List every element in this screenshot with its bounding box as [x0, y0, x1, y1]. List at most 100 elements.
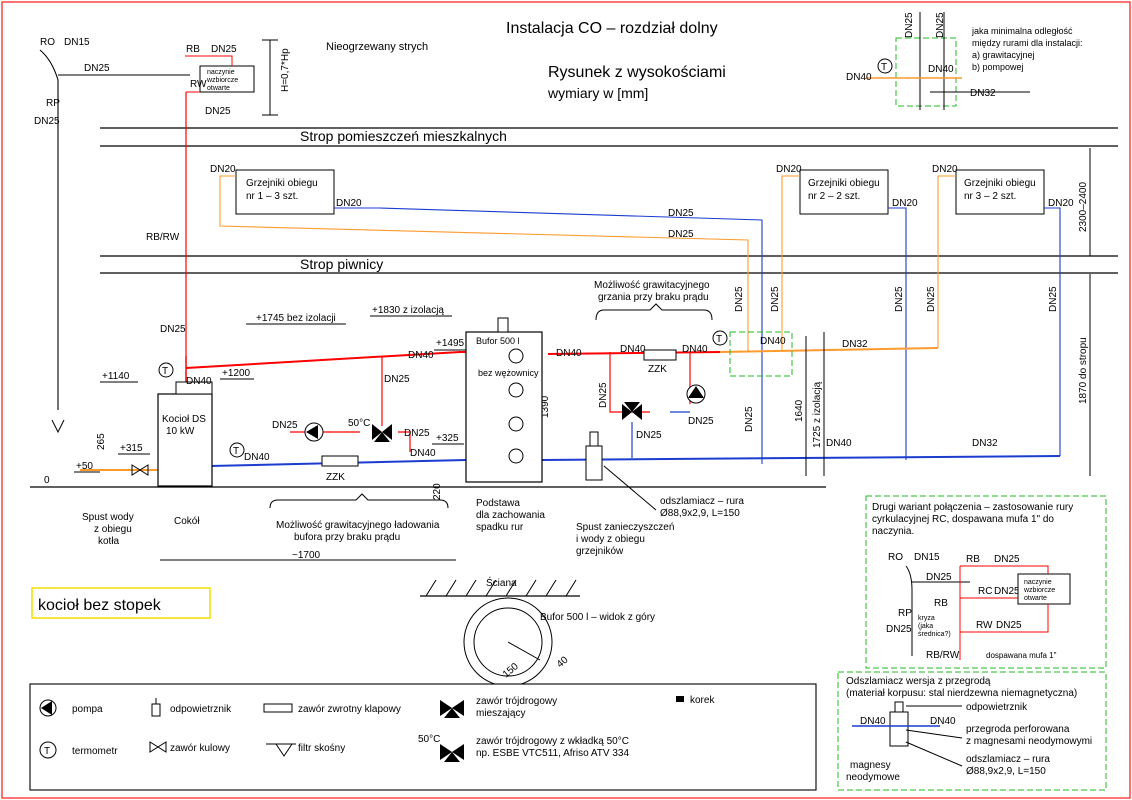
- gravity-connection-box: [729, 331, 793, 377]
- radiator-1-line1: Grzejniki obiegu: [246, 178, 318, 189]
- elev-1830: +1830 z izolacją: [372, 305, 444, 316]
- sep2-pipe-2: Ø88,9x2,9, L=150: [966, 766, 1046, 777]
- radiator-2-line1: Grzejniki obiegu: [808, 178, 880, 189]
- drawing-subtitle: Rysunek z wysokościami: [548, 64, 726, 81]
- legend: pompa odpowietrznik zawór zwrotny klapow…: [29, 683, 817, 791]
- elev-1140: +1140: [102, 371, 130, 382]
- legend-plug: korek: [690, 695, 715, 706]
- legend-check: zawór zwrotny klapowy: [298, 704, 401, 715]
- mixing-branch: [290, 356, 411, 452]
- legend-vent-icon: [151, 698, 161, 717]
- elev-1200: +1200: [222, 368, 251, 379]
- supply-thermometer-glyph: T: [716, 334, 722, 345]
- boiler-note: kocioł bez stopek: [38, 597, 162, 614]
- radiator-mixing-valve-icon: [622, 402, 642, 420]
- rb-dn25-label: DN25: [211, 44, 237, 55]
- rw-label: RW: [190, 79, 207, 90]
- near-dn25-bypass: DN25: [384, 374, 410, 385]
- ceiling-living: Strop pomieszczeń mieszkalnych: [100, 127, 1118, 147]
- inset-dn25-b: DN25: [935, 12, 946, 38]
- near-dn40-buf2: DN40: [410, 448, 436, 459]
- second-variant-panel: Drugi wariant połączenia – zastosowanie …: [865, 495, 1107, 669]
- legend-vent: odpowietrznik: [170, 704, 232, 715]
- elevation-marks: +1745 bez izolacji +1830 z izolacją +149…: [44, 305, 825, 561]
- drain2-line2: i wody z obiegu: [576, 534, 645, 545]
- radiator-1-dn-top: DN20: [210, 164, 236, 175]
- topview-wall: Ściana: [486, 576, 517, 589]
- pipe-dn32-bottom: DN32: [972, 438, 998, 449]
- gravity-boiler-note-2: bufora przy braku prądu: [294, 532, 400, 543]
- return-main: [80, 455, 1061, 471]
- legend-temp50: 50°C: [418, 734, 440, 745]
- legend-mix50-icon: [440, 744, 464, 762]
- return-thermometer-glyph: T: [233, 446, 239, 457]
- pipe-dn40-bottom-right: DN40: [826, 438, 852, 449]
- boiler-line1: Kocioł DS: [162, 414, 206, 425]
- legend-mix50b: np. ESBE VTC511, Afriso ATV 334: [476, 748, 629, 759]
- drain-line3: kotła: [98, 536, 120, 547]
- variant-rb: RB: [966, 554, 980, 565]
- legend-thermo: termometr: [72, 746, 118, 757]
- variant-rbrw: RB/RW: [926, 650, 960, 661]
- pipe-dn25-v4: DN25: [926, 286, 937, 312]
- topview-d40: 40: [555, 654, 571, 670]
- radiator-3-dn-top: DN20: [932, 164, 958, 175]
- sep2-plate-2: z magnesami neodymowymi: [966, 736, 1092, 747]
- legend-plug-icon: [676, 696, 684, 702]
- drain-line1: Spust wody: [82, 512, 134, 523]
- separator-baffle-panel: Odszlamiacz wersja z przegrodą (materiał…: [837, 671, 1107, 791]
- radiator-3-line1: Grzejniki obiegu: [964, 178, 1036, 189]
- legend-check-icon: [263, 703, 293, 713]
- legend-mix50a: zawór trójdrogowy z wkładką 50°C: [476, 736, 629, 747]
- vessel-label-3: otwarte: [207, 85, 230, 92]
- gravity-boiler-note-1: Możliwość grawitacyjnego ładowania: [276, 520, 440, 531]
- pipe-spacing-inset: T DN25 DN25 DN40 DN40 DN32 jaka minimaln…: [846, 12, 1083, 110]
- variant-rw-dn25: DN25: [996, 620, 1022, 631]
- radiator-pump-icon: [686, 384, 706, 404]
- pipe-dn25-v5: DN25: [1048, 286, 1059, 312]
- check-valve-2-icon: [643, 349, 677, 361]
- dn15-label: DN15: [64, 37, 90, 48]
- rb-label: RB: [186, 44, 200, 55]
- variant-kryza-2: (jaka: [918, 623, 933, 630]
- variant-title-2: cyrkulacyjnej RC, dospawana mufa 1" do: [872, 514, 1054, 525]
- rbrw-label: RB/RW: [146, 232, 180, 243]
- elev-1700: ~1700: [292, 550, 321, 561]
- buffer-base-1: Podstawa: [476, 498, 520, 509]
- drain2-line1: Spust zanieczyszczeń: [576, 522, 674, 533]
- return-thermometer-icon: [229, 442, 245, 458]
- variant-rb2: RB: [934, 598, 948, 609]
- check-valve-icon: [321, 455, 359, 467]
- buffer-base-2: dla zachowania: [476, 510, 545, 521]
- variant-title-1: Drugi wariant połączenia – zastosowanie …: [872, 502, 1073, 513]
- variant-vessel-1: naczynie: [1024, 579, 1052, 586]
- elev-1390: 1390: [540, 395, 551, 418]
- sep2-mag-1: magnesy: [850, 760, 891, 771]
- legend-filter: filtr skośny: [298, 743, 345, 754]
- variant-rp: RP: [898, 608, 912, 619]
- near-dn25-pump: DN25: [272, 420, 298, 431]
- legend-thermo-icon: T: [39, 741, 57, 759]
- inset-dn40-b: DN40: [928, 64, 954, 75]
- near-dn25-r3: DN25: [688, 416, 714, 427]
- elev-325: +325: [436, 433, 459, 444]
- boiler-note-box: kocioł bez stopek: [31, 587, 211, 619]
- inset-dn40-a: DN40: [846, 72, 872, 83]
- right-dimensions: 2300–2400 1870 do stropu: [1078, 148, 1091, 476]
- rw-dn25-label: DN25: [205, 106, 231, 117]
- radiator-1-dn-side: DN20: [336, 198, 362, 209]
- ceiling-basement-label: Strop piwnicy: [300, 256, 383, 272]
- pipe-dn25-v1: DN25: [734, 286, 745, 312]
- radiator-circuit-3: Grzejniki obiegu nr 3 – 2 szt. DN20 DN20: [932, 164, 1074, 456]
- sep-line1: odszlamiacz – rura: [660, 496, 744, 507]
- variant-dn25b: DN25: [886, 624, 912, 635]
- variant-vessel-3: otwarte: [1024, 595, 1047, 602]
- inset-note-4: b) pompowej: [972, 62, 1024, 72]
- variant-kryza-1: kryza: [918, 615, 935, 622]
- gravity-note-1: Możliwość grawitacyjnego: [594, 280, 710, 291]
- gravity-note-2: grzania przy braku prądu: [598, 292, 709, 303]
- near-dn25-r1: DN25: [598, 382, 609, 408]
- variant-rc: RC: [978, 586, 992, 597]
- near-dn40-buf1: DN40: [408, 350, 434, 361]
